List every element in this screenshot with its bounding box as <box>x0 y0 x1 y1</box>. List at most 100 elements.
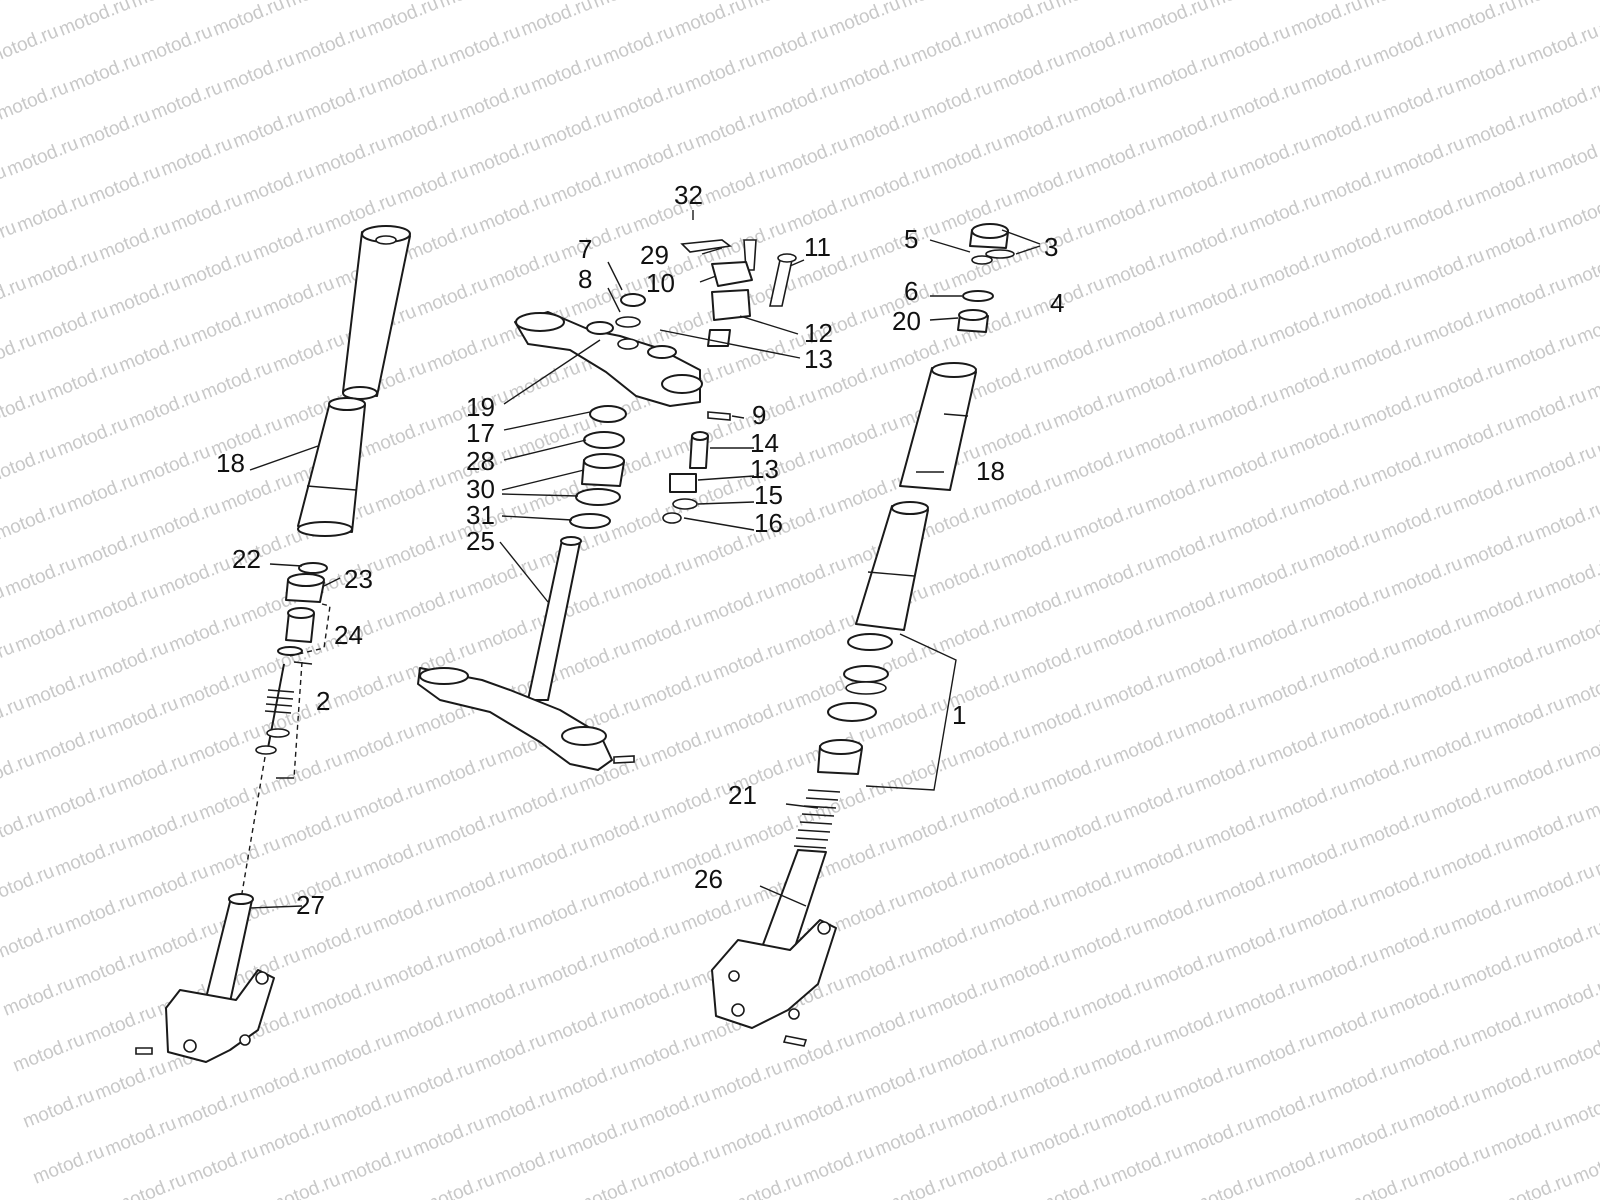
callout-5: 5 <box>904 224 918 254</box>
callout-27: 27 <box>296 890 325 920</box>
watermark-text: motod.ru <box>250 217 327 265</box>
left-washer <box>277 646 303 656</box>
watermark-text: motod.ru <box>1304 945 1381 993</box>
watermark-text: motod.ru <box>832 889 909 937</box>
watermark-text: motod.ru <box>1488 1113 1565 1161</box>
watermark-text: motod.ru <box>466 133 543 181</box>
watermark-text: motod.ru <box>916 497 993 545</box>
adjuster-nut-17 <box>589 405 627 423</box>
stem-washer <box>615 316 641 328</box>
watermark-text: motod.ru <box>220 49 297 97</box>
watermark-text: motod.ru <box>1396 1029 1473 1077</box>
washer-15 <box>672 498 698 510</box>
watermark-text: motod.ru <box>196 777 273 825</box>
watermark-text: motod.ru <box>1088 1029 1165 1077</box>
callout-14: 14 <box>750 428 779 458</box>
watermark-text: motod.ru <box>1194 329 1271 377</box>
watermark-text: motod.ru <box>1492 273 1569 321</box>
callout-23: 23 <box>344 564 373 594</box>
watermark-text: motod.ru <box>978 413 1055 461</box>
watermark-text: motod.ru <box>1550 1029 1600 1077</box>
watermark-text: motod.ru <box>548 161 625 209</box>
watermark-text: motod.ru <box>1068 917 1145 965</box>
watermark-text: motod.ru <box>702 161 779 209</box>
watermark-text: motod.ru <box>84 581 161 629</box>
watermark-text: motod.ru <box>728 1169 805 1200</box>
watermark-text: motod.ru <box>1458 945 1535 993</box>
watermark-text: motod.ru <box>1582 777 1600 825</box>
right-fork-tube-band <box>867 571 915 577</box>
bearing-30-upper-top <box>583 453 625 469</box>
watermark-text: motod.ru <box>0 497 69 545</box>
watermark-text: motod.ru <box>1386 973 1463 1021</box>
callout-13-mid: 13 <box>750 454 779 484</box>
watermark-text: motod.ru <box>1514 0 1591 13</box>
watermark-text: motod.ru <box>800 1141 877 1189</box>
dust-seal-28 <box>583 431 625 449</box>
watermark-text: motod.ru <box>516 413 593 461</box>
watermark-text: motod.ru <box>0 693 27 741</box>
watermark-text: motod.ru <box>1442 0 1519 41</box>
watermark-text: motod.ru <box>826 0 903 41</box>
watermark-text: motod.ru <box>1470 581 1547 629</box>
watermark-text: motod.ru <box>482 1085 559 1133</box>
watermark-text: motod.ru <box>968 357 1045 405</box>
watermark-text: motod.ru <box>1078 973 1155 1021</box>
watermark-text: motod.ru <box>1122 357 1199 405</box>
watermark-text: motod.ru <box>1440 413 1517 461</box>
watermark-text: motod.ru <box>620 133 697 181</box>
watermark-text: motod.ru <box>1428 777 1505 825</box>
watermark-text: motod.ru <box>1072 77 1149 125</box>
watermark-text: motod.ru <box>1082 133 1159 181</box>
watermark-text: motod.ru <box>1242 1029 1319 1077</box>
watermark-text: motod.ru <box>384 105 461 153</box>
watermark-text: motod.ru <box>1378 497 1455 545</box>
watermark-text: motod.ru <box>12 609 89 657</box>
left-damper-foot <box>255 745 277 755</box>
watermark-text: motod.ru <box>682 49 759 97</box>
watermark-text: motod.ru <box>432 805 509 853</box>
watermark-text: motod.ru <box>76 105 153 153</box>
watermark-text: motod.ru <box>308 973 385 1021</box>
watermark-text: motod.ru <box>780 1029 857 1077</box>
watermark-text: motod.ru <box>1400 189 1477 237</box>
watermark-text: motod.ru <box>1368 441 1445 489</box>
watermark-text: motod.ru <box>106 273 183 321</box>
watermark-text: motod.ru <box>556 637 633 685</box>
watermark-text: motod.ru <box>452 917 529 965</box>
watermark-text: motod.ru <box>30 1141 107 1189</box>
watermark-text: motod.ru <box>1334 1113 1411 1161</box>
watermark-text: motod.ru <box>1596 0 1600 41</box>
handlebar-clamp-lower <box>711 289 751 321</box>
watermark-text: motod.ru <box>980 0 1057 41</box>
watermark-text: motod.ru <box>874 693 951 741</box>
watermark-text: motod.ru <box>790 1085 867 1133</box>
watermark-text: motod.ru <box>1570 1141 1600 1189</box>
watermark-text: motod.ru <box>590 0 667 13</box>
right-fork-tube <box>855 505 929 631</box>
watermark-text: motod.ru <box>1572 721 1600 769</box>
watermark-text: motod.ru <box>360 833 437 881</box>
watermark-text: motod.ru <box>34 301 111 349</box>
upper-clamp-left-bore <box>515 312 565 332</box>
watermark-text: motod.ru <box>1000 105 1077 153</box>
callout-13-top: 13 <box>804 344 833 374</box>
upper-clamp-center-bore <box>617 338 639 350</box>
watermark-text: motod.ru <box>1132 413 1209 461</box>
watermark-text: motod.ru <box>424 329 501 377</box>
watermark-text: motod.ru <box>1410 245 1487 293</box>
watermark-text: motod.ru <box>1552 609 1600 657</box>
watermark-text: motod.ru <box>678 889 755 937</box>
watermark-text: motod.ru <box>1482 217 1559 265</box>
watermark-text: motod.ru <box>852 1001 929 1049</box>
watermark-text: motod.ru <box>1030 273 1107 321</box>
callout-1: 1 <box>952 700 966 730</box>
watermark-text: motod.ru <box>812 777 889 825</box>
callout-10: 10 <box>646 268 675 298</box>
callout-21: 21 <box>728 780 757 810</box>
watermark-text: motod.ru <box>1338 273 1415 321</box>
callout-6: 6 <box>904 276 918 306</box>
watermark-text: motod.ru <box>1460 525 1537 573</box>
watermark-text: motod.ru <box>976 833 1053 881</box>
